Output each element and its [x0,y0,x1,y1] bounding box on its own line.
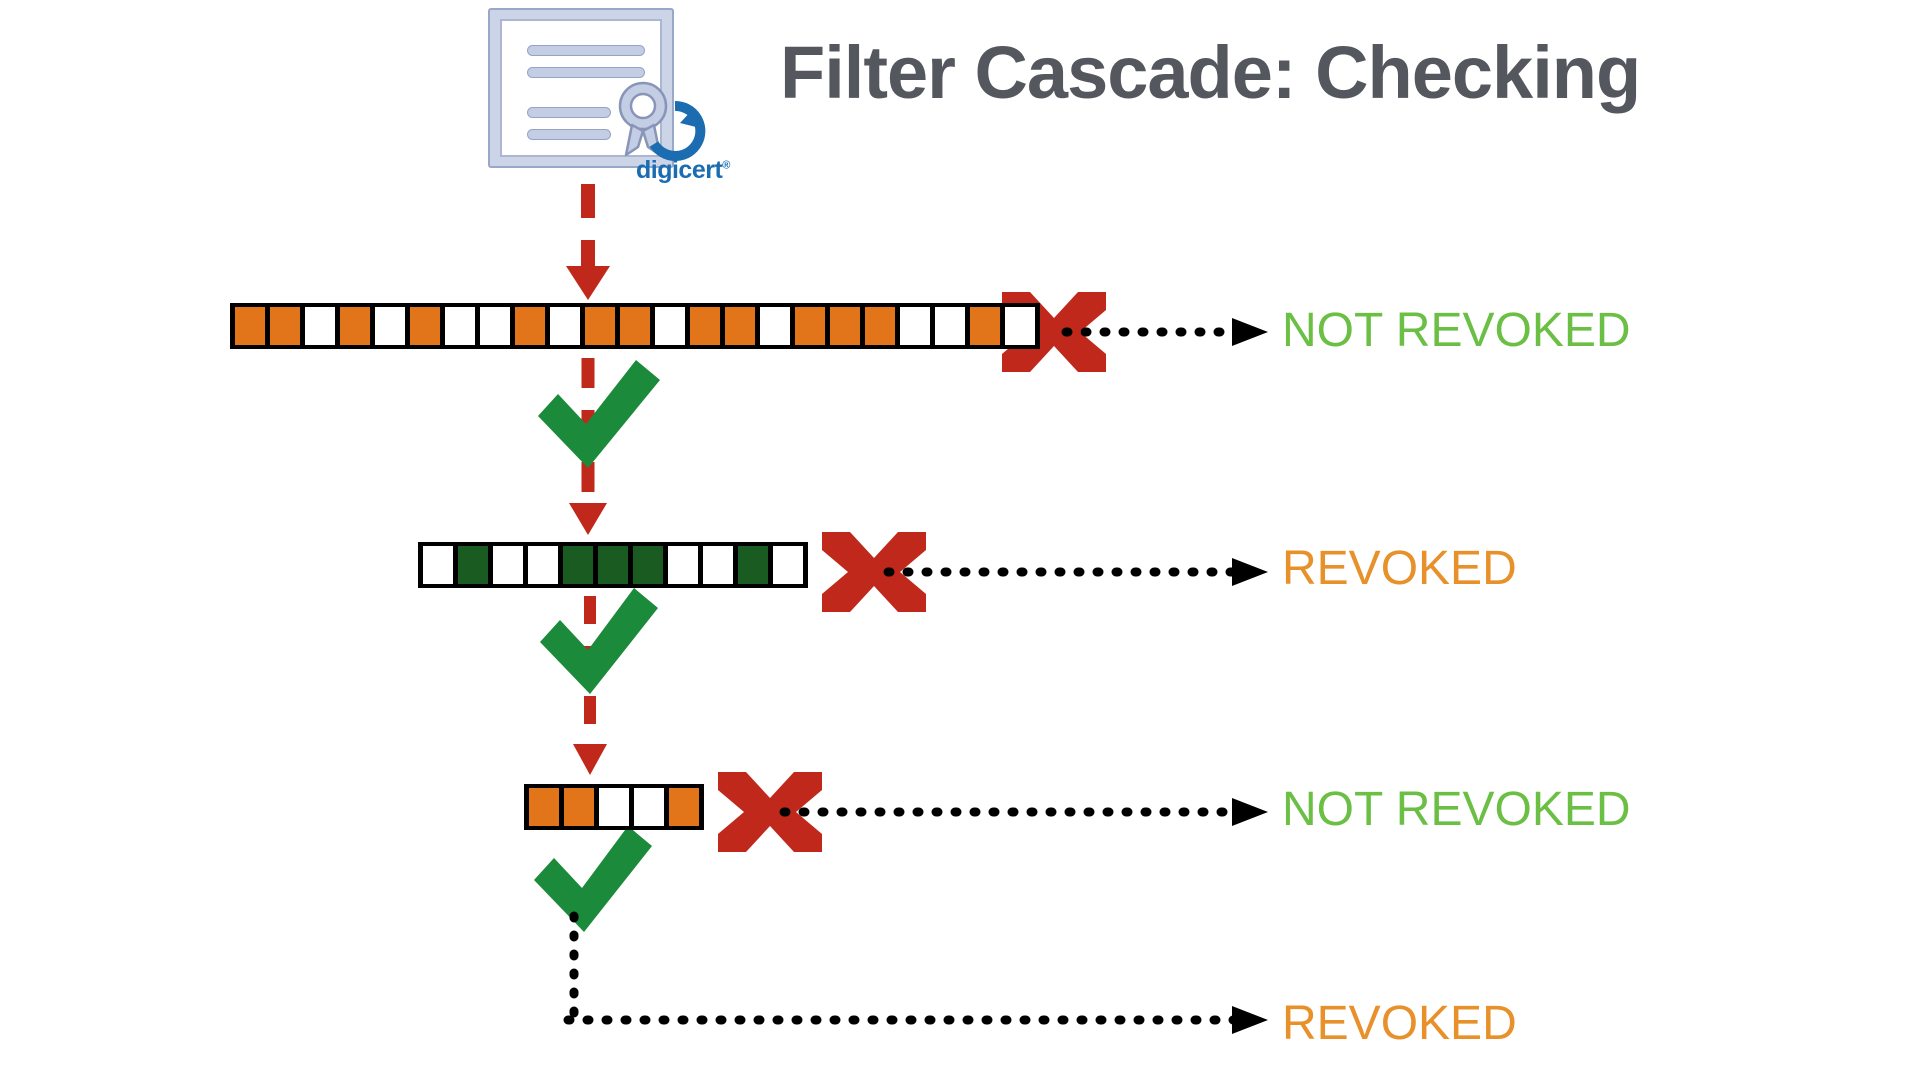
filter-cell [773,546,803,584]
result-arrow-final [563,911,1268,1034]
digicert-swoosh-icon [649,100,706,161]
filter-cell [703,546,733,584]
filter-cell [445,307,475,345]
filter-cell [935,307,965,345]
x-mark-icon-3 [718,772,822,852]
filter-cell [564,788,594,826]
filter-cell [598,546,628,584]
filter-cell [725,307,755,345]
registered-mark: ® [722,159,730,172]
certificate-text-line [527,107,611,118]
filter-cell [669,788,699,826]
filter-cell [655,307,685,345]
check-mark-icon-3 [534,826,652,932]
certificate-body [500,19,668,157]
filter-level-2-cells [418,542,808,588]
filter-cell [830,307,860,345]
digicert-logo: digicert® [636,100,746,190]
filter-cell [529,788,559,826]
result-label-level-3: NOT REVOKED [1282,783,1631,836]
check-mark-icon-2 [540,588,658,694]
certificate-text-line [527,129,611,140]
filter-cell [305,307,335,345]
filter-level-3-bar[interactable] [524,784,704,830]
filter-cell [340,307,370,345]
filter-cell [235,307,265,345]
filter-cell [515,307,545,345]
filter-cell [458,546,488,584]
filter-cell [633,546,663,584]
filter-cell [410,307,440,345]
filter-level-1-bar[interactable] [230,303,1040,349]
filter-cell [480,307,510,345]
filter-level-1-cells [230,303,1040,349]
cascade-arrow-red-2 [573,596,607,775]
certificate-text-line [527,67,645,78]
filter-cell [550,307,580,345]
result-label-level-2: REVOKED [1282,542,1517,595]
certificate-icon [488,8,678,188]
input-arrow-red [566,184,610,300]
filter-cell [795,307,825,345]
filter-cell [270,307,300,345]
filter-cell [423,546,453,584]
filter-level-2-bar[interactable] [418,542,808,588]
filter-cell [585,307,615,345]
result-arrow-3 [779,798,1268,826]
filter-cell [1005,307,1035,345]
certificate-text-line [527,45,645,56]
filter-cell [528,546,558,584]
filter-cell [599,788,629,826]
filter-cell [493,546,523,584]
result-label-final: REVOKED [1282,997,1517,1050]
filter-cell [738,546,768,584]
page-title: Filter Cascade: Checking [780,31,1641,114]
filter-cell [375,307,405,345]
filter-cell [620,307,650,345]
filter-cell [900,307,930,345]
filter-cell [690,307,720,345]
filter-cell [865,307,895,345]
result-arrow-2 [883,558,1268,586]
result-label-level-1: NOT REVOKED [1282,304,1631,357]
cascade-arrow-red-1 [569,358,607,535]
result-arrow-1 [1061,318,1268,346]
check-mark-icon-1 [538,360,660,468]
filter-level-3-cells [524,784,704,830]
filter-cell [634,788,664,826]
x-mark-icon-2 [822,532,926,612]
filter-cell [760,307,790,345]
filter-cell [970,307,1000,345]
digicert-wordmark: digicert® [636,156,730,184]
filter-cell [668,546,698,584]
filter-cell [563,546,593,584]
